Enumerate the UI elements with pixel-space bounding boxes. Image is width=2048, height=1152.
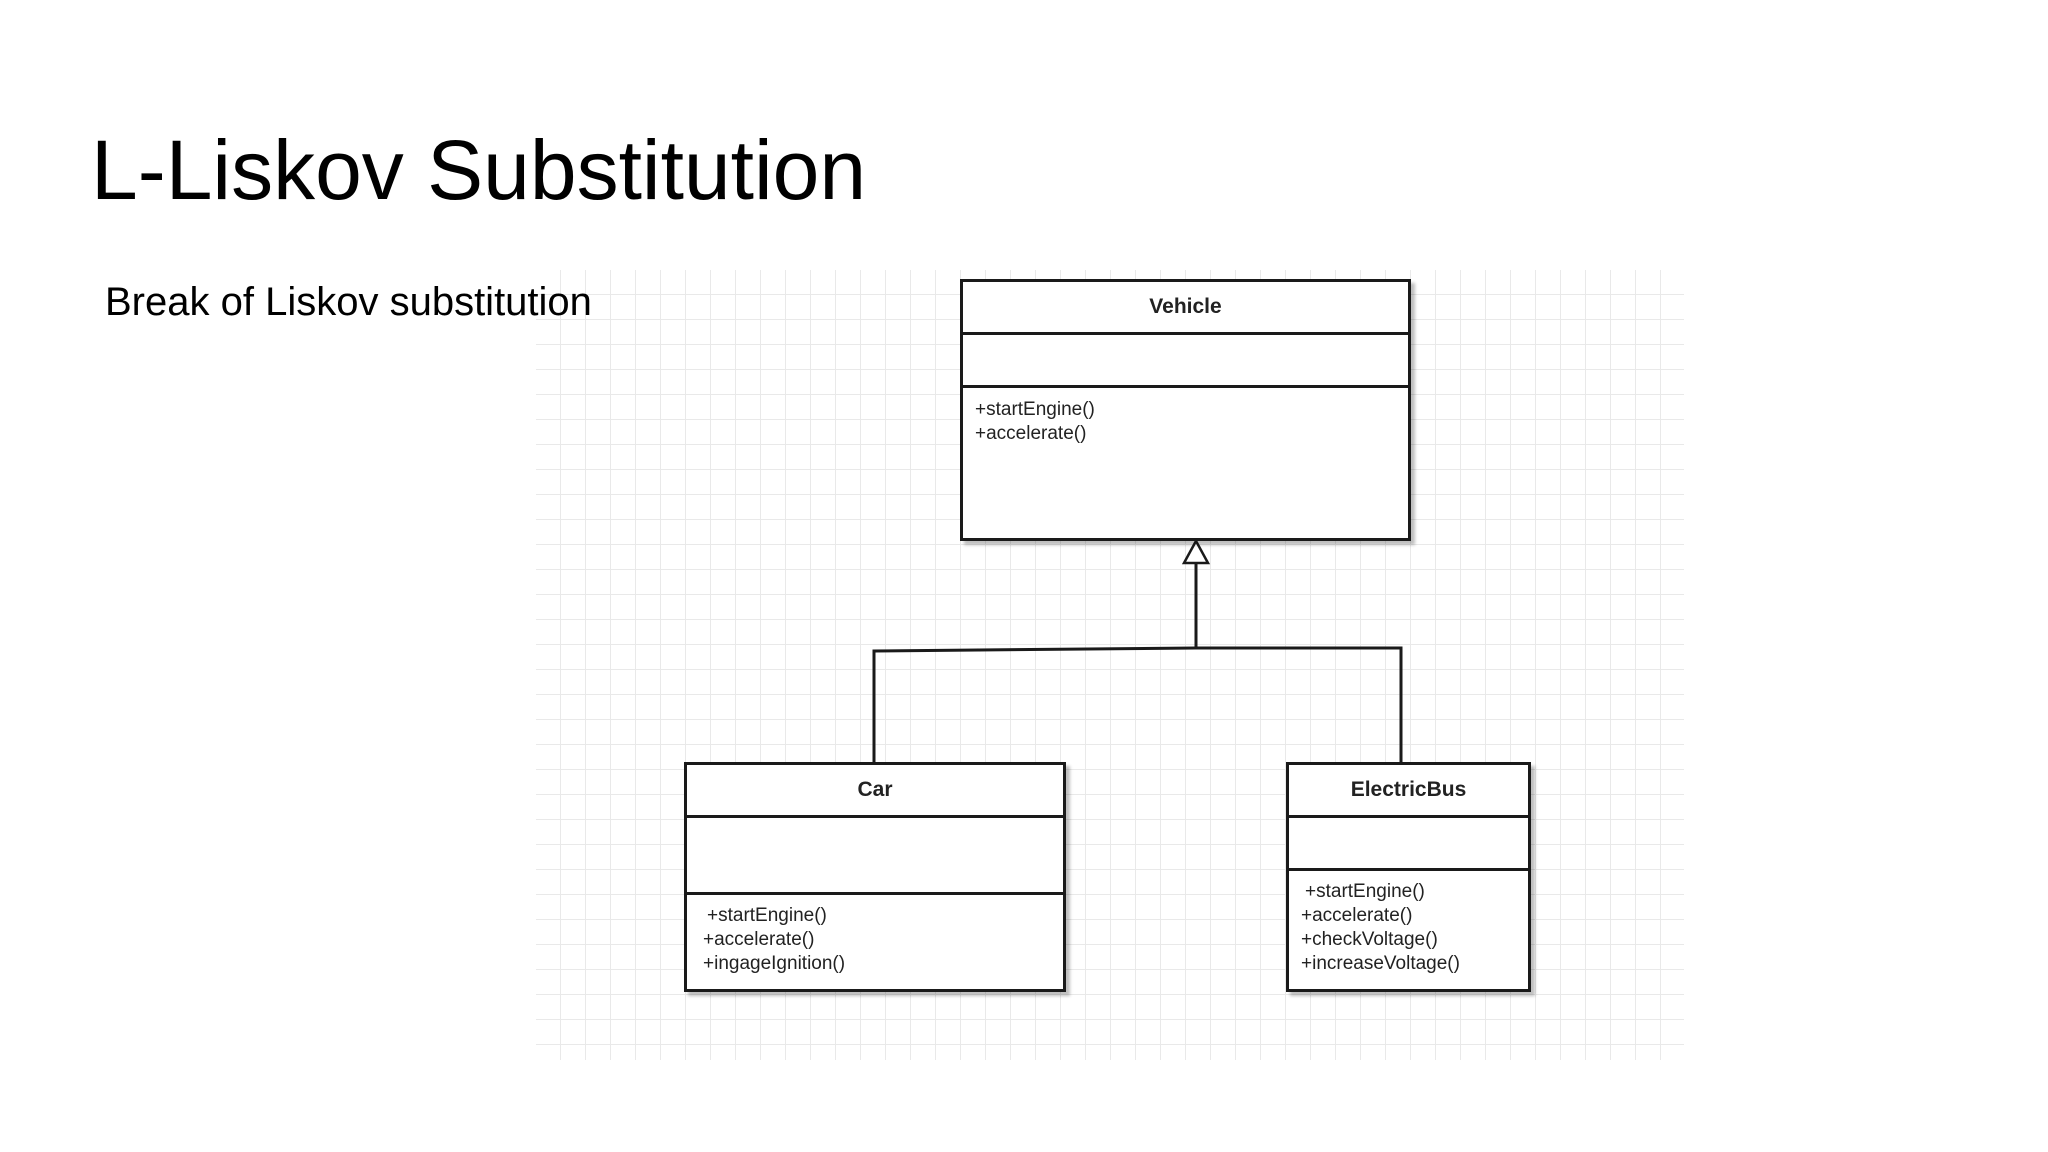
uml-methods-section: +startEngine() +accelerate() +ingageIgni… (687, 895, 1063, 976)
uml-class-name: ElectricBus (1289, 765, 1528, 818)
slide-title: L-Liskov Substitution (91, 123, 867, 217)
uml-class-car[interactable]: Car +startEngine() +accelerate() +ingage… (684, 762, 1066, 992)
uml-method: +ingageIgnition() (703, 953, 846, 974)
uml-method: +accelerate() (1301, 905, 1413, 926)
uml-method: +startEngine() (1305, 881, 1425, 902)
uml-class-vehicle[interactable]: Vehicle +startEngine() +accelerate() (960, 279, 1411, 541)
uml-attributes-section (963, 335, 1408, 388)
uml-method: +increaseVoltage() (1301, 953, 1460, 974)
uml-method: +accelerate() (703, 929, 815, 950)
uml-attributes-section (687, 818, 1063, 895)
uml-methods-section: +startEngine() +accelerate() +checkVolta… (1289, 871, 1528, 976)
uml-method: +startEngine() (707, 905, 827, 926)
uml-class-name: Vehicle (963, 282, 1408, 335)
uml-method: +checkVoltage() (1301, 929, 1438, 950)
uml-class-name: Car (687, 765, 1063, 818)
uml-class-electric-bus[interactable]: ElectricBus +startEngine() +accelerate()… (1286, 762, 1531, 992)
uml-method: +startEngine() (975, 399, 1095, 420)
uml-attributes-section (1289, 818, 1528, 871)
slide-subtitle: Break of Liskov substitution (105, 280, 592, 324)
uml-method: +accelerate() (975, 423, 1087, 444)
uml-methods-section: +startEngine() +accelerate() (963, 388, 1408, 446)
